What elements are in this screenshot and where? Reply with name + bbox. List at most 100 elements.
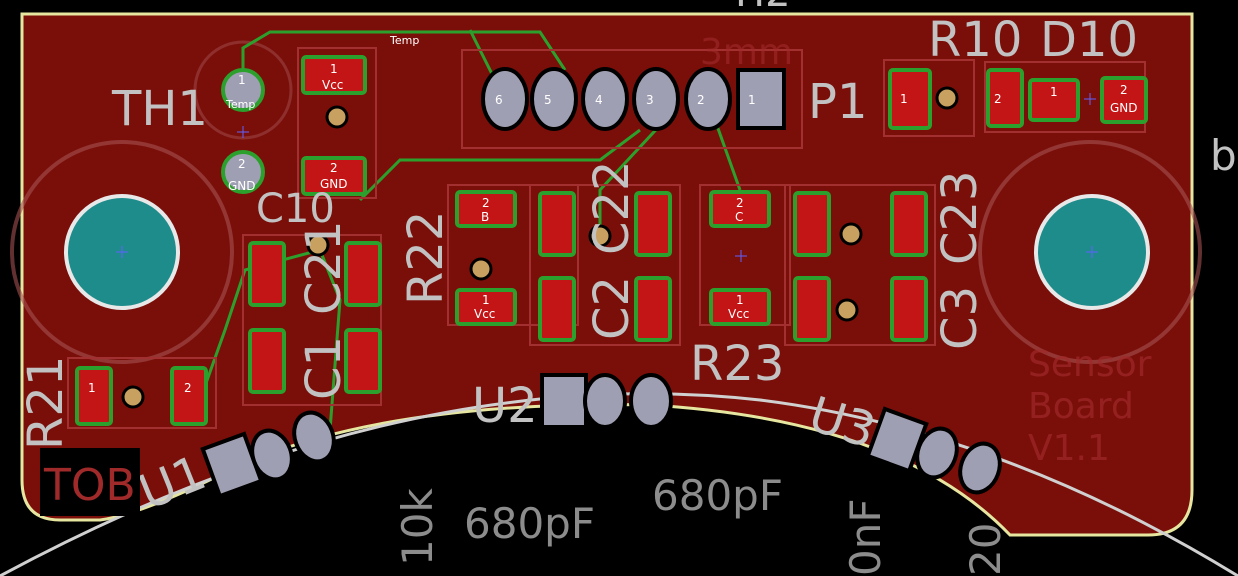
pad-u3-2 xyxy=(915,426,959,480)
pad-label-d10-gnd-net: GND xyxy=(1110,101,1138,115)
ref-p1: P1 xyxy=(808,74,867,130)
value-10k: 10k xyxy=(393,488,442,566)
board-text-line2: Board xyxy=(1028,386,1134,427)
pad-label-r22-1-net: Vcc xyxy=(474,307,495,321)
pad-label-r23-1-net: Vcc xyxy=(728,307,749,321)
pad-label-d10-2: 2 xyxy=(994,92,1002,106)
pad-label-th1-2-net: GND xyxy=(228,179,256,193)
pad-p1-2 xyxy=(684,67,732,131)
pad-label-c10-2-num: 2 xyxy=(330,161,338,175)
crosshairs xyxy=(116,93,1098,262)
pad-label-r22-2-net: B xyxy=(481,210,489,224)
value-680pf-right: 680pF xyxy=(652,471,783,520)
pad-label-th1-1-net: Temp xyxy=(225,98,255,111)
pad-label-p1-6: 6 xyxy=(495,93,503,107)
vias[interactable] xyxy=(121,86,959,409)
pad-th1-1 xyxy=(221,68,265,112)
pad-label-r23-2-net: C xyxy=(735,210,743,224)
ref-c23: C23 xyxy=(932,170,988,265)
ref-c1: C1 xyxy=(296,336,352,400)
pad-r21-1 xyxy=(75,366,113,426)
pad-p1-5 xyxy=(530,67,578,131)
net-label-temp: Temp xyxy=(389,34,419,47)
pad-c10-2 xyxy=(301,156,367,196)
pad-label-p1-3: 3 xyxy=(646,93,654,107)
ref-c2: C2 xyxy=(584,276,640,340)
pad-p1-3 xyxy=(632,67,680,131)
mounting-ring-left xyxy=(10,140,234,364)
ref-u2: U2 xyxy=(472,378,538,434)
pad-label-r10-1: 1 xyxy=(900,92,908,106)
ref-d10: D10 xyxy=(1040,12,1138,68)
pad-c1-1 xyxy=(248,328,286,394)
pad-r21-2 xyxy=(170,366,208,426)
tht-pads[interactable] xyxy=(200,67,1007,499)
pad-u2-1 xyxy=(540,373,588,429)
pad-label-p1-1: 1 xyxy=(748,93,756,107)
right-partial-label: b xyxy=(1210,131,1237,180)
pad-label-r23-2-num: 2 xyxy=(736,196,744,210)
board-text-line1: Sensor xyxy=(1028,344,1152,385)
corner-label-box xyxy=(40,448,140,516)
pad-d10-2 xyxy=(986,68,1024,128)
pad-p1-4 xyxy=(581,67,629,131)
pad-label-d10-gnd-num: 2 xyxy=(1120,83,1128,97)
pad-label-th1-1-num: 1 xyxy=(238,73,246,87)
pad-r22-2 xyxy=(455,190,517,228)
ref-r23: R23 xyxy=(690,336,784,392)
pad-label-c10-1-num: 1 xyxy=(330,62,338,76)
pad-label-r21-1: 1 xyxy=(88,381,96,395)
pad-c2-1 xyxy=(538,276,576,342)
smd-pads[interactable] xyxy=(75,55,1148,426)
ref-c21: C21 xyxy=(296,220,352,315)
pad-p1-1 xyxy=(736,68,786,130)
pad-c23-1 xyxy=(793,191,831,257)
pad-label-r23-1-num: 1 xyxy=(736,293,744,307)
pad-r22-1 xyxy=(455,288,517,326)
pad-label-r21-2: 2 xyxy=(184,381,192,395)
pad-u2-2 xyxy=(583,373,627,429)
pad-label-d10-1: 1 xyxy=(1050,85,1058,99)
pad-u2-3 xyxy=(629,373,673,429)
pad-c23-2 xyxy=(890,191,928,257)
pad-u1-3 xyxy=(292,410,336,464)
pad-r23-1 xyxy=(709,288,771,326)
pad-th1-2 xyxy=(221,150,265,194)
pad-d10-gnd xyxy=(1100,76,1148,124)
value-680pf-left: 680pF xyxy=(464,499,595,548)
pad-c3-1 xyxy=(793,276,831,342)
pad-u3-3 xyxy=(958,441,1002,495)
pad-label-p1-4: 4 xyxy=(595,93,603,107)
ref-r10: R10 xyxy=(928,12,1022,68)
pad-u1-2 xyxy=(250,428,294,482)
pad-label-p1-5: 5 xyxy=(544,93,552,107)
pad-label-r22-1-num: 1 xyxy=(482,293,490,307)
ref-r22: R22 xyxy=(398,211,454,305)
ref-th1: TH1 xyxy=(111,81,208,137)
pad-label-c10-1-net: Vcc xyxy=(322,78,343,92)
ref-c10: C10 xyxy=(256,186,335,232)
value-20: 20 xyxy=(961,523,1010,576)
ref-c22: C22 xyxy=(584,160,640,255)
mounting-ring-right xyxy=(978,140,1202,364)
dimension-label: 3mm xyxy=(700,32,793,73)
pad-c10-1 xyxy=(301,55,367,95)
pad-c22-2 xyxy=(634,191,672,257)
pad-c21-1 xyxy=(248,241,286,307)
corner-label: TOB xyxy=(43,460,136,511)
board-text-line3: V1.1 xyxy=(1028,428,1110,469)
pad-c21-2 xyxy=(344,241,382,307)
ref-r21: R21 xyxy=(18,356,74,450)
pad-c22-1 xyxy=(538,191,576,257)
pad-c1-2 xyxy=(344,328,382,394)
pad-label-th1-2-num: 2 xyxy=(238,157,246,171)
pad-c3-2 xyxy=(890,276,928,342)
pad-r10-1 xyxy=(888,68,932,130)
pad-label-c10-2-net: GND xyxy=(320,177,348,191)
ref-c3: C3 xyxy=(932,286,988,350)
pad-label-p1-2: 2 xyxy=(697,93,705,107)
pad-r23-2 xyxy=(709,190,771,228)
top-partial-label: H2 xyxy=(735,0,791,16)
value-nf: 0nF xyxy=(841,499,890,576)
